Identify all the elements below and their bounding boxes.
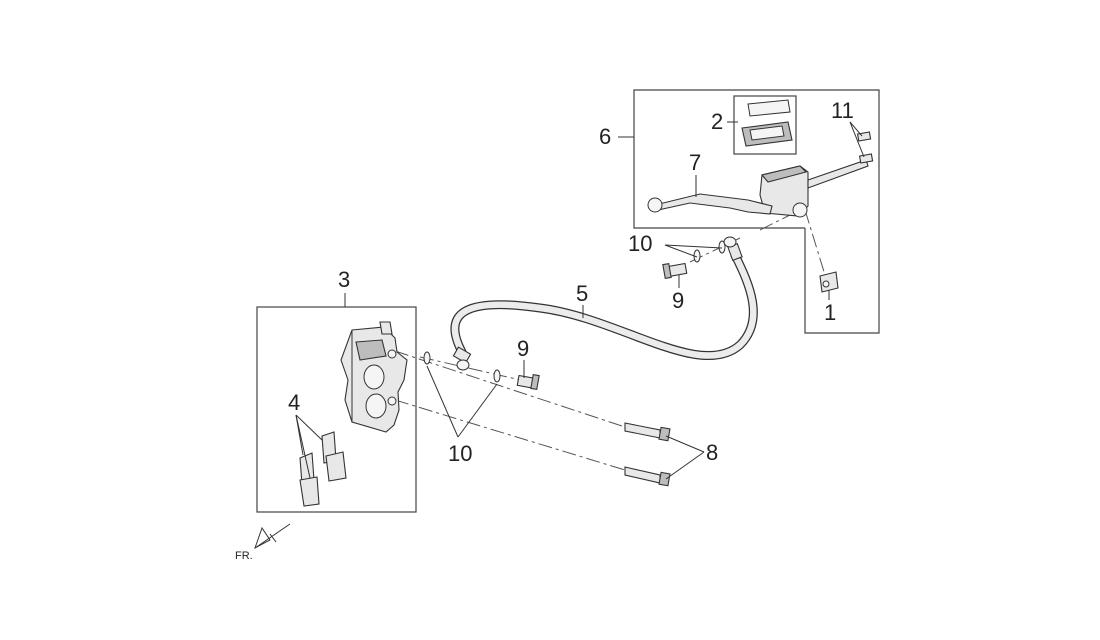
callout-10-lower: 10 [448,441,472,466]
callout-10-upper: 10 [628,231,652,256]
leader-lines [295,121,865,480]
callout-9-lower: 9 [517,336,529,361]
callout-11: 11 [831,98,854,123]
brake-lever [647,193,773,215]
callout-7: 7 [689,150,701,175]
reservoir-cap-frame [733,95,797,155]
front-direction-label: FR. [235,550,253,562]
callout-4: 4 [288,390,300,415]
caliper-group-frame [256,306,417,513]
reservoir-cap [741,99,793,147]
front-direction-arrow [254,523,291,550]
banjo-bolt-lower [516,373,540,391]
callout-2: 2 [711,109,723,134]
callout-8: 8 [706,440,718,465]
caliper-mounting-bolts [624,422,671,487]
brake-master-cylinder [759,159,869,218]
callout-9-upper: 9 [672,288,684,313]
brake-light-switch [819,271,839,293]
callout-6: 6 [599,124,611,149]
handlebar-clamp-screws [856,131,874,164]
sealing-washers [423,240,726,383]
callout-3: 3 [338,267,350,292]
callout-1: 1 [824,300,836,325]
master-cylinder-group-frame [633,89,880,334]
brake-hose [450,236,758,371]
banjo-bolt-upper [662,262,688,280]
brake-pads [299,431,347,507]
callout-5: 5 [576,281,588,306]
brake-caliper [340,321,408,433]
